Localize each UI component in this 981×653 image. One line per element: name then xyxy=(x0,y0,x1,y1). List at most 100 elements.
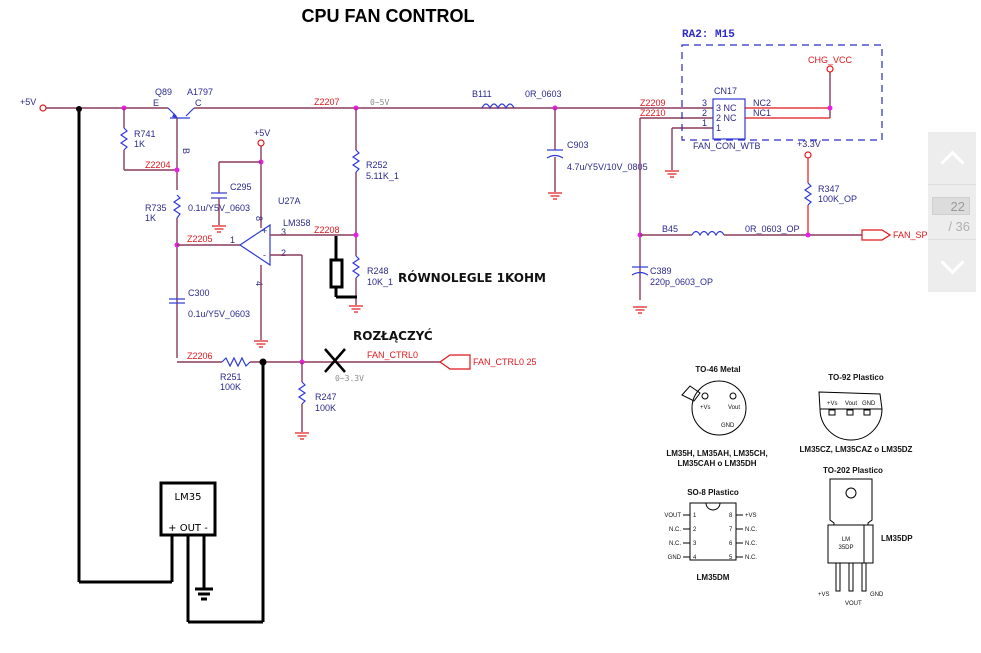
net-z2205: Z2205 xyxy=(187,234,213,244)
to92-vout: Vout xyxy=(845,401,857,407)
r248-resistor xyxy=(351,255,361,279)
disconnect-x-mark xyxy=(324,348,346,373)
r252-value: 5.11K_1 xyxy=(366,171,399,181)
to202-gnd: GND xyxy=(870,592,884,598)
package-so8: SO-8 Plastico VOUT N.C. N.C. GND 1 2 3 4… xyxy=(664,488,757,582)
to202-body-1: LM xyxy=(842,537,850,543)
op-supply-label: +5V xyxy=(254,128,270,138)
cn17-connector xyxy=(712,98,746,140)
c389-ref: C389 xyxy=(650,266,672,276)
so8-r6: N.C. xyxy=(745,541,757,547)
to46-parts-2: LM35CAH o LM35DH xyxy=(677,459,756,468)
c389-capacitor xyxy=(631,266,649,276)
c903-capacitor xyxy=(546,149,564,159)
vin-label: +5V xyxy=(20,97,36,107)
r741-resistor xyxy=(119,127,129,151)
ground-icon xyxy=(211,225,227,233)
q89-pin-c: C xyxy=(195,98,202,108)
package-to46: TO-46 Metal +Vs Vout GND LM35H, LM35AH, … xyxy=(666,365,767,468)
next-page-button[interactable] xyxy=(928,239,976,292)
r741-ref: R741 xyxy=(134,129,156,139)
disconnect-note: ROZŁĄCZYĆ xyxy=(353,328,433,343)
so8-r5: N.C. xyxy=(745,555,757,561)
r741-value: 1K xyxy=(134,139,145,149)
c903-value: 4.7u/Y5V/10V_0805 xyxy=(567,162,648,172)
to202-vout: VOUT xyxy=(845,601,862,607)
chg-vcc-port xyxy=(826,65,834,73)
ra2-module-box xyxy=(681,44,883,141)
chevron-down-icon xyxy=(939,249,965,275)
b111-value: 0R_0603 xyxy=(525,89,562,99)
c295-ref: C295 xyxy=(230,182,252,192)
c300-value: 0.1u/Y5V_0603 xyxy=(188,309,250,319)
so8-n6: 6 xyxy=(729,541,733,547)
c300-ref: C300 xyxy=(188,288,210,298)
opamp-minus: - xyxy=(263,250,266,260)
q89-transistor: Q89 A1797 E C B xyxy=(153,87,213,154)
q89-ref: Q89 xyxy=(155,87,172,97)
current-page-input[interactable]: 22 xyxy=(932,197,970,215)
cn17-value: FAN_CON_WTB xyxy=(693,141,761,151)
previous-page-button[interactable] xyxy=(928,132,976,185)
b111-ref: B111 xyxy=(472,89,492,99)
to46-title: TO-46 Metal xyxy=(695,365,740,374)
cn17-ref: CN17 xyxy=(714,86,737,96)
cn17-num1: 1 xyxy=(702,118,707,128)
cn17-pin3: 3 NC xyxy=(716,103,737,113)
to46-parts-1: LM35H, LM35AH, LM35CH, xyxy=(666,449,767,458)
net-z2204: Z2204 xyxy=(145,160,171,170)
r347-value: 100K_OP xyxy=(818,194,857,204)
page-navigator: 22 / 36 xyxy=(928,132,976,292)
r247-resistor xyxy=(297,381,307,405)
to46-vout: Vout xyxy=(728,405,740,411)
cn17-num3: 3 xyxy=(702,98,707,108)
r347-resistor xyxy=(803,182,813,206)
so8-n2: 2 xyxy=(693,527,697,533)
q89-pin-e: E xyxy=(153,98,159,108)
lm35-pins: + OUT - xyxy=(168,523,208,534)
opamp-pin2: 2 xyxy=(281,248,286,258)
so8-part: LM35DM xyxy=(697,573,730,582)
to92-parts: LM35CZ, LM35CAZ o LM35DZ xyxy=(800,445,913,454)
fan-spd-port-label: FAN_SPD# 25 xyxy=(893,230,952,240)
c903-ref: C903 xyxy=(567,140,589,150)
so8-l4: GND xyxy=(668,555,682,561)
parallel-note: RÓWNOLEGLE 1KOHM xyxy=(398,270,546,285)
net-z2208: Z2208 xyxy=(314,225,340,235)
r248-ref: R248 xyxy=(367,266,389,276)
so8-r7: N.C. xyxy=(745,527,757,533)
to202-vs: +VS xyxy=(818,592,830,598)
c295-value: 0.1u/Y5V_0603 xyxy=(188,203,250,213)
v33-label: +3.3V xyxy=(797,139,821,149)
so8-n4: 4 xyxy=(693,555,697,561)
u27a-opamp: + - xyxy=(238,223,271,267)
opamp-pin3: 3 xyxy=(281,227,286,237)
r252-ref: R252 xyxy=(366,160,388,170)
so8-n7: 7 xyxy=(729,527,733,533)
range-0-5v: 0~5V xyxy=(370,98,389,107)
r252-resistor xyxy=(351,149,361,173)
to92-gnd: GND xyxy=(862,401,876,407)
b45-ref: B45 xyxy=(662,224,678,234)
to92-title: TO-92 Plastico xyxy=(828,373,884,382)
opamp-pin1: 1 xyxy=(230,235,235,245)
so8-l1: VOUT xyxy=(664,513,681,519)
c389-value: 220p_0603_OP xyxy=(650,277,713,287)
fan-spd-port xyxy=(861,229,892,241)
so8-n1: 1 xyxy=(693,513,697,519)
lm35-sensor xyxy=(159,481,217,537)
total-pages-label: / 36 xyxy=(948,219,970,234)
cn17-num2: 2 xyxy=(702,108,707,118)
r347-ref: R347 xyxy=(818,184,840,194)
u27a-value: LM358 xyxy=(283,218,311,228)
r247-ref: R247 xyxy=(315,392,337,402)
lm35-wiring xyxy=(76,106,267,624)
r735-value: 1K xyxy=(145,213,156,223)
r251-resistor xyxy=(221,356,251,368)
chevron-up-icon xyxy=(939,149,965,175)
so8-n3: 3 xyxy=(693,541,697,547)
cn17-nc2: NC2 xyxy=(753,98,771,108)
cn17-nc1: NC1 xyxy=(753,108,771,118)
r735-resistor xyxy=(172,194,182,219)
